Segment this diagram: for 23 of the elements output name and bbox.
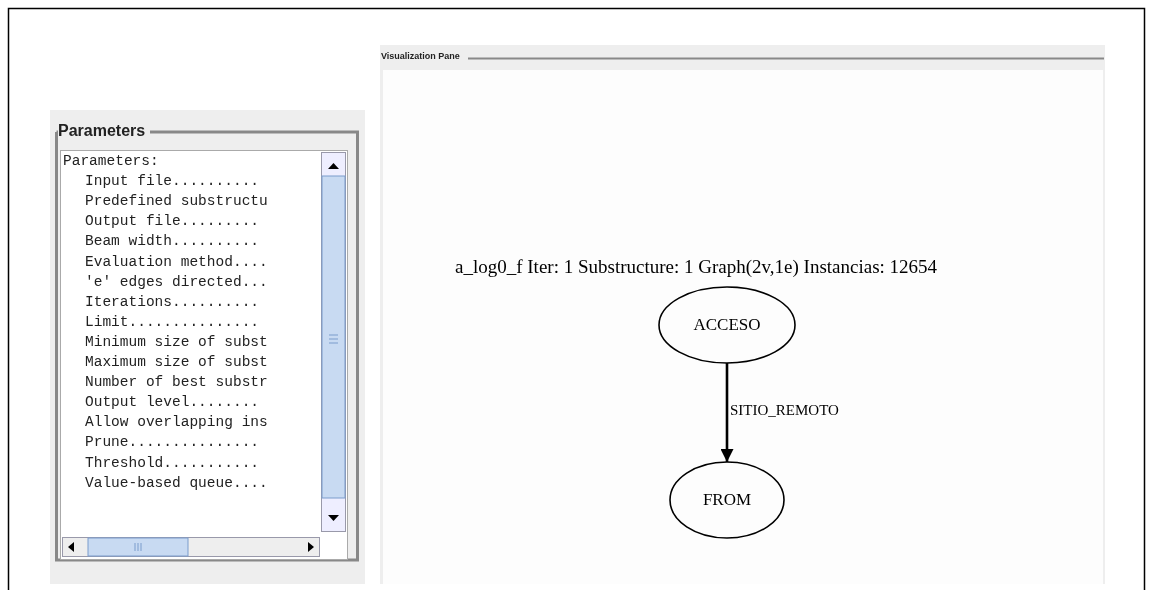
node-label: ACCESO [693,315,761,335]
edge-label: SITIO_REMOTO [730,401,839,419]
parameter-line: Prune............... [85,433,260,452]
parameter-line: Evaluation method.... [85,252,268,271]
parameter-line: Beam width.......... [85,232,260,251]
graph-title: a_log0_f Iter: 1 Substructure: 1 Graph(2v,1e) Instancias: 12654 [455,256,938,278]
parameter-line: Allow overlapping ins [85,413,268,432]
parameter-line: Minimum size of subst [85,332,268,351]
parameter-line: Input file.......... [85,172,260,191]
parameter-line: Limit............... [85,312,260,331]
node-label: FROM [702,490,752,510]
parameter-line: Output file......... [85,212,260,231]
parameter-line: 'e' edges directed... [85,272,268,291]
parameter-line: Maximum size of subst [85,353,268,371]
parameter-line: Iterations.......... [85,292,260,311]
parameter-line: Number of best substr [85,373,268,392]
arrow [720,363,734,462]
pane-heading: Visualization Pane [381,51,460,61]
parameter-line: Predefined substructu [85,192,268,211]
parameter-line: Value-based queue.... [85,473,268,492]
parameter-line: Parameters: [63,152,159,170]
parameter-line: Threshold........... [85,453,260,472]
parameter-line: Output level........ [85,393,260,412]
